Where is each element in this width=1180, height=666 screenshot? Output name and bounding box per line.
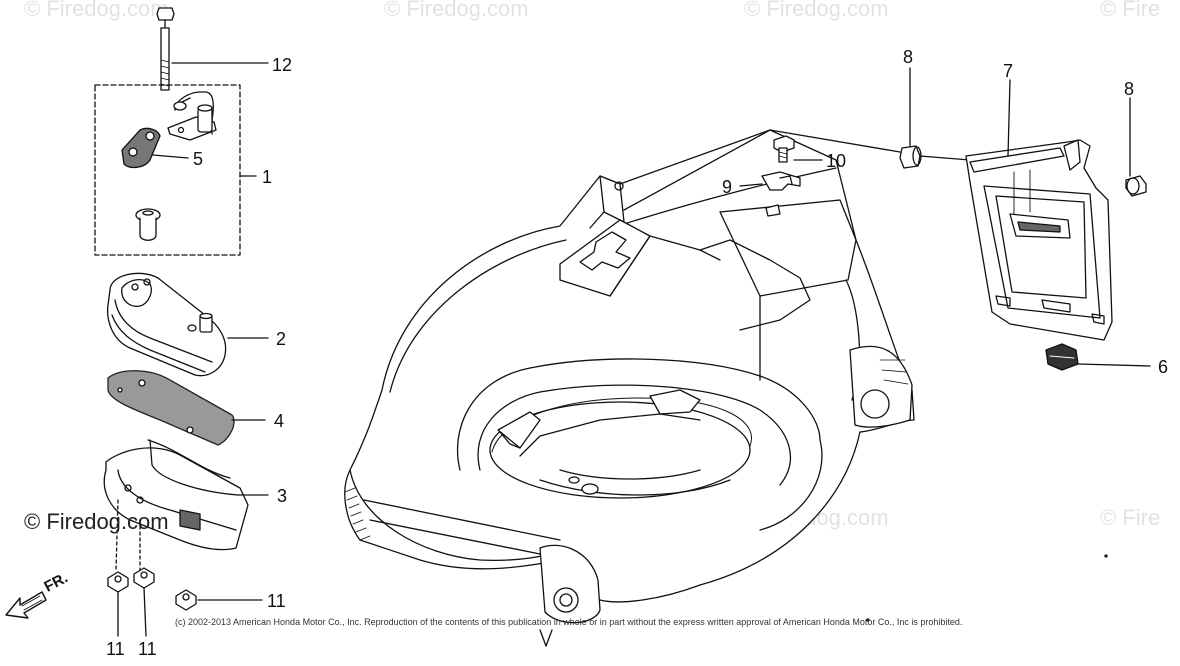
callout-5: 5: [193, 149, 204, 169]
callout-8: 8: [903, 47, 914, 67]
bushing: [135, 208, 161, 241]
clip-part-9: [761, 171, 801, 191]
callout-2: 2: [276, 329, 287, 349]
watermark: © Fire: [1100, 505, 1161, 530]
chute-part-2: [106, 272, 227, 377]
watermark: © Fire: [1100, 0, 1161, 21]
pad-part-4: [107, 370, 235, 446]
nut-part-11: [175, 589, 197, 611]
callout-7: 7: [1003, 61, 1014, 81]
callout-10: 10: [826, 151, 847, 171]
rear-flap-part-7: [965, 139, 1113, 341]
callout-6: 6: [1158, 357, 1169, 377]
callout-8: 8: [1124, 79, 1135, 99]
plate-part-5: [121, 127, 161, 169]
front-direction-arrow: [5, 591, 47, 619]
copyright-notice: (c) 2002-2013 American Honda Motor Co., …: [175, 617, 963, 627]
bushing-part-8: [1125, 175, 1147, 197]
nut-part-11: [133, 567, 155, 637]
callout-12: 12: [272, 55, 293, 75]
watermark: © Firedog.com: [24, 0, 169, 21]
callout-11: 11: [106, 639, 125, 659]
watermark: © Firedog.com: [384, 0, 529, 21]
knob-part-6: [1045, 343, 1079, 371]
nut-part-11: [107, 571, 129, 637]
callout-4: 4: [274, 411, 285, 431]
callout-1: 1: [262, 167, 273, 187]
deflector-part-3: [103, 439, 249, 551]
watermark-dark: © Firedog.com: [24, 509, 169, 534]
callout-11: 11: [138, 639, 157, 659]
bushing-part-8: [899, 145, 922, 169]
mower-deck: [344, 129, 915, 647]
callout-3: 3: [277, 486, 288, 506]
callout-9: 9: [722, 177, 733, 197]
blade-hub: [489, 389, 752, 499]
bolt-part-12: [156, 7, 175, 91]
callout-11: 11: [267, 591, 286, 611]
elbow-fitting: [167, 91, 217, 141]
watermark: © Firedog.com: [744, 0, 889, 21]
bolt-part-10: [773, 135, 795, 163]
